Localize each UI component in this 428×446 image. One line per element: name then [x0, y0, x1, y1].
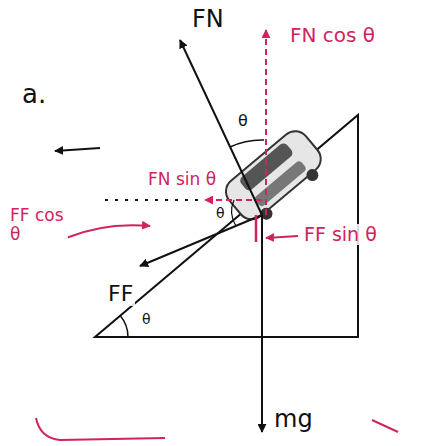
component-label: FN cos θ — [288, 24, 377, 46]
friction-arrow — [140, 215, 262, 266]
dotted-line — [100, 199, 198, 201]
angle-label: θ — [236, 112, 250, 130]
acceleration-label: a. — [20, 80, 48, 109]
angle-arc — [120, 316, 128, 337]
component-label: FF cos θ — [8, 206, 68, 243]
component-label: FF sin θ — [302, 224, 379, 245]
force-label: mg — [272, 406, 315, 432]
angle-label: θ — [214, 206, 227, 221]
normal-vertical-component — [265, 30, 267, 215]
normal-force-arrow — [180, 40, 262, 215]
car-wheel — [304, 167, 321, 184]
component-label: FN sin θ — [146, 170, 218, 189]
weight-arrow — [261, 215, 263, 432]
angle-arc — [230, 140, 264, 147]
angle-arc — [232, 200, 236, 226]
angle-label: θ — [140, 312, 153, 327]
acceleration-arrow — [55, 148, 100, 151]
force-label: FN — [190, 6, 226, 32]
leader-line — [266, 236, 298, 238]
leader-line — [66, 225, 150, 238]
underline-stroke — [36, 418, 165, 440]
underline-stroke — [372, 420, 398, 432]
friction-vertical-component — [255, 215, 258, 242]
force-label: FF — [106, 282, 135, 306]
car — [220, 125, 331, 231]
car-body — [220, 125, 326, 225]
